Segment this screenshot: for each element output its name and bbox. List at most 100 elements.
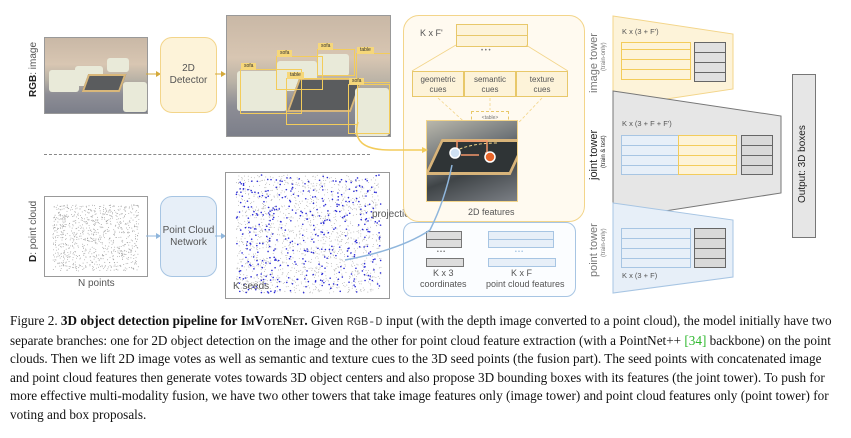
point (330, 205, 332, 207)
point (64, 258, 65, 260)
point (128, 207, 130, 209)
point (313, 250, 315, 252)
seed-point (270, 178, 272, 181)
point (297, 284, 299, 286)
seed-point (264, 228, 267, 231)
point (340, 210, 342, 211)
point (136, 216, 138, 218)
point (80, 228, 82, 230)
point (88, 240, 90, 242)
point (281, 261, 283, 263)
point (115, 237, 117, 238)
point (333, 257, 335, 259)
point (329, 251, 331, 253)
point (357, 237, 359, 239)
point (300, 281, 302, 283)
point (119, 214, 121, 216)
point (56, 228, 58, 230)
seed-point (300, 210, 302, 213)
point (240, 241, 242, 242)
seed-point (286, 217, 288, 219)
point (69, 266, 71, 268)
point (236, 287, 237, 289)
point (252, 265, 254, 267)
seed-point (267, 206, 270, 209)
point (256, 281, 258, 283)
seed-point (269, 256, 271, 259)
point (344, 254, 346, 256)
point (240, 261, 242, 263)
seed-point (291, 209, 294, 211)
point (368, 237, 370, 239)
point (97, 219, 99, 221)
seed-point (305, 212, 307, 215)
seed-point (265, 190, 267, 193)
point (76, 257, 77, 259)
point (69, 239, 71, 241)
point (129, 235, 130, 237)
point (312, 176, 314, 178)
citation-link[interactable]: [34] (684, 332, 707, 348)
point (122, 241, 124, 243)
point (132, 208, 134, 210)
point (79, 265, 81, 267)
point (345, 190, 347, 192)
point (121, 253, 123, 255)
point (135, 257, 137, 259)
point (53, 228, 55, 230)
seed-point (255, 234, 257, 237)
point (316, 268, 318, 270)
point (66, 204, 68, 206)
point (278, 269, 279, 271)
point (258, 208, 260, 210)
point (256, 276, 258, 278)
point (330, 256, 331, 258)
point (81, 211, 83, 213)
point (380, 266, 382, 268)
point (136, 226, 138, 228)
point (315, 226, 317, 228)
point (326, 189, 328, 191)
seed-point (247, 188, 249, 191)
point (76, 227, 78, 229)
point (262, 203, 263, 204)
seed-point (261, 266, 264, 269)
point (293, 286, 295, 288)
point (291, 230, 293, 232)
point (240, 198, 242, 200)
point (316, 224, 318, 226)
point (309, 181, 310, 183)
point (95, 207, 96, 209)
point (242, 210, 244, 212)
point (118, 225, 120, 227)
seed-point (294, 261, 296, 263)
seed-point (255, 286, 258, 288)
point (236, 267, 238, 269)
seed-point (285, 248, 288, 250)
point (62, 222, 64, 224)
point (353, 248, 355, 250)
point (61, 262, 63, 264)
seed-points (235, 174, 382, 294)
point (88, 212, 90, 214)
point (350, 223, 352, 225)
point (72, 256, 74, 258)
point (375, 205, 377, 207)
point (236, 228, 238, 230)
point (132, 261, 134, 263)
point (324, 254, 326, 256)
point (328, 250, 330, 252)
seed-point (365, 212, 368, 214)
point (66, 244, 68, 246)
point (83, 210, 85, 212)
point (287, 234, 289, 236)
point (237, 255, 239, 257)
seed-point (329, 287, 332, 290)
point (72, 216, 74, 218)
seed-point (309, 210, 312, 213)
point (54, 259, 56, 261)
point (137, 253, 139, 255)
point (121, 240, 123, 242)
seed-point (353, 255, 356, 258)
point (119, 265, 121, 267)
